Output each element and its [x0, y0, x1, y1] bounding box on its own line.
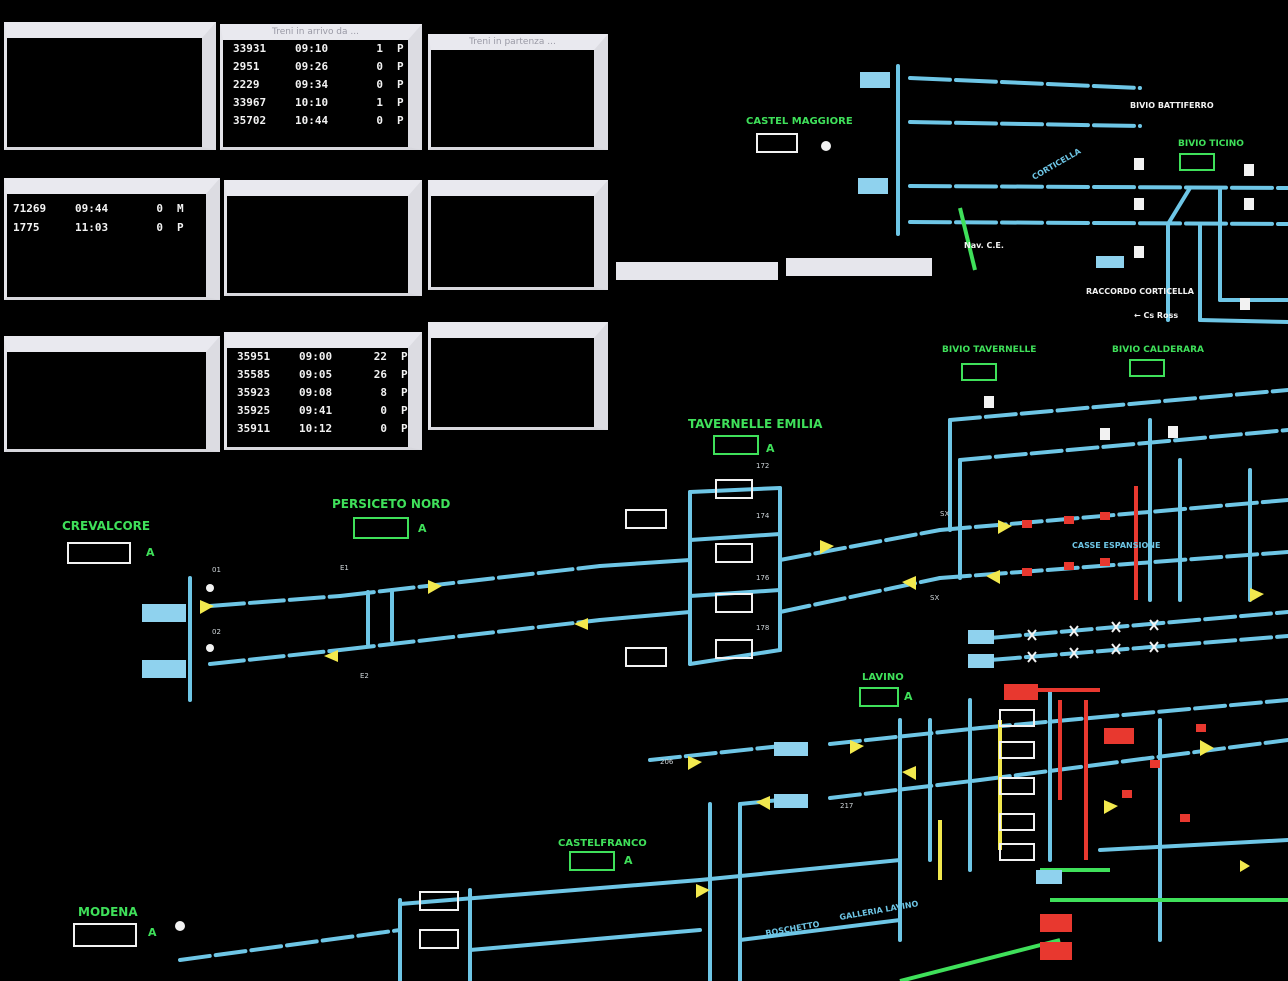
station-bivio-ticino: BIVIO TICINO [1178, 139, 1244, 149]
station-indicators [353, 153, 1215, 871]
svg-text:E1: E1 [340, 564, 349, 572]
station-bivio-tavernelle: BIVIO TAVERNELLE [942, 345, 1036, 355]
svg-text:01: 01 [212, 566, 221, 574]
svg-text:SX: SX [930, 594, 939, 602]
status-a: A [624, 854, 633, 867]
status-a: A [148, 926, 157, 939]
track-circuit-blocks [142, 72, 1124, 884]
station-castelfranco: CASTELFRANCO [558, 838, 647, 849]
train-panel-6 [428, 180, 608, 290]
svg-text:SX: SX [940, 510, 949, 518]
alarm-tracks [899, 207, 1288, 981]
svg-text:217: 217 [840, 802, 853, 810]
label-bivio-battiferro: BIVIO BATTIFERRO [1130, 101, 1214, 110]
route-boxes [67, 133, 1035, 949]
label-corticella: CORTICELLA [1031, 146, 1084, 182]
svg-text:176: 176 [756, 574, 770, 582]
status-a: A [146, 546, 155, 559]
label-crossroads: ← Cs Ross [1134, 311, 1178, 320]
svg-text:206: 206 [660, 758, 674, 766]
svg-text:174: 174 [756, 512, 770, 520]
station-castel-maggiore: CASTEL MAGGIORE [746, 116, 853, 127]
panel-title: Treni in partenza ... [469, 37, 556, 47]
station-labels: CREVALCORE PERSICETO NORD TAVERNELLE EMI… [62, 116, 1244, 919]
label-raccordo: RACCORDO CORTICELLA [1086, 287, 1195, 296]
train-panel-3: Treni in partenza ... [428, 34, 608, 150]
svg-text:178: 178 [756, 624, 769, 632]
crossing-markers [1004, 512, 1206, 960]
switch-markers [1027, 619, 1159, 663]
station-bivio-calderara: BIVIO CALDERARA [1112, 345, 1204, 355]
station-persiceto-nord: PERSICETO NORD [332, 497, 450, 511]
station-lavino: LAVINO [862, 672, 904, 683]
train-panel-7 [4, 336, 220, 452]
svg-text:02: 02 [212, 628, 221, 636]
junction-labels: BIVIO BATTIFERRO RACCORDO CORTICELLA Nav… [964, 101, 1214, 320]
train-panel-9 [428, 322, 608, 430]
train-panel-5 [224, 180, 422, 296]
panel-title: Treni in arrivo da ... [272, 27, 359, 37]
track-lines [178, 64, 1288, 981]
station-modena: MODENA [78, 905, 138, 919]
train-panel-1 [4, 22, 216, 150]
status-a: A [418, 522, 427, 535]
svg-text:172: 172 [756, 462, 769, 470]
command-button-2[interactable] [786, 258, 932, 276]
svg-text:E2: E2 [360, 672, 369, 680]
station-tavernelle: TAVERNELLE EMILIA [688, 417, 823, 431]
station-crevalcore: CREVALCORE [62, 519, 150, 533]
status-letters: A A A A A A [146, 442, 913, 939]
label-nave: Nav. C.E. [964, 241, 1004, 250]
status-a: A [904, 690, 913, 703]
signal-heads [175, 141, 1254, 931]
signal-markers [200, 520, 1264, 898]
label-casse: CASSE ESPANSIONE [1072, 541, 1160, 550]
status-a: A [766, 442, 775, 455]
label-galleria: GALLERIA LAVINO [839, 899, 919, 922]
command-button-1[interactable] [616, 262, 778, 280]
